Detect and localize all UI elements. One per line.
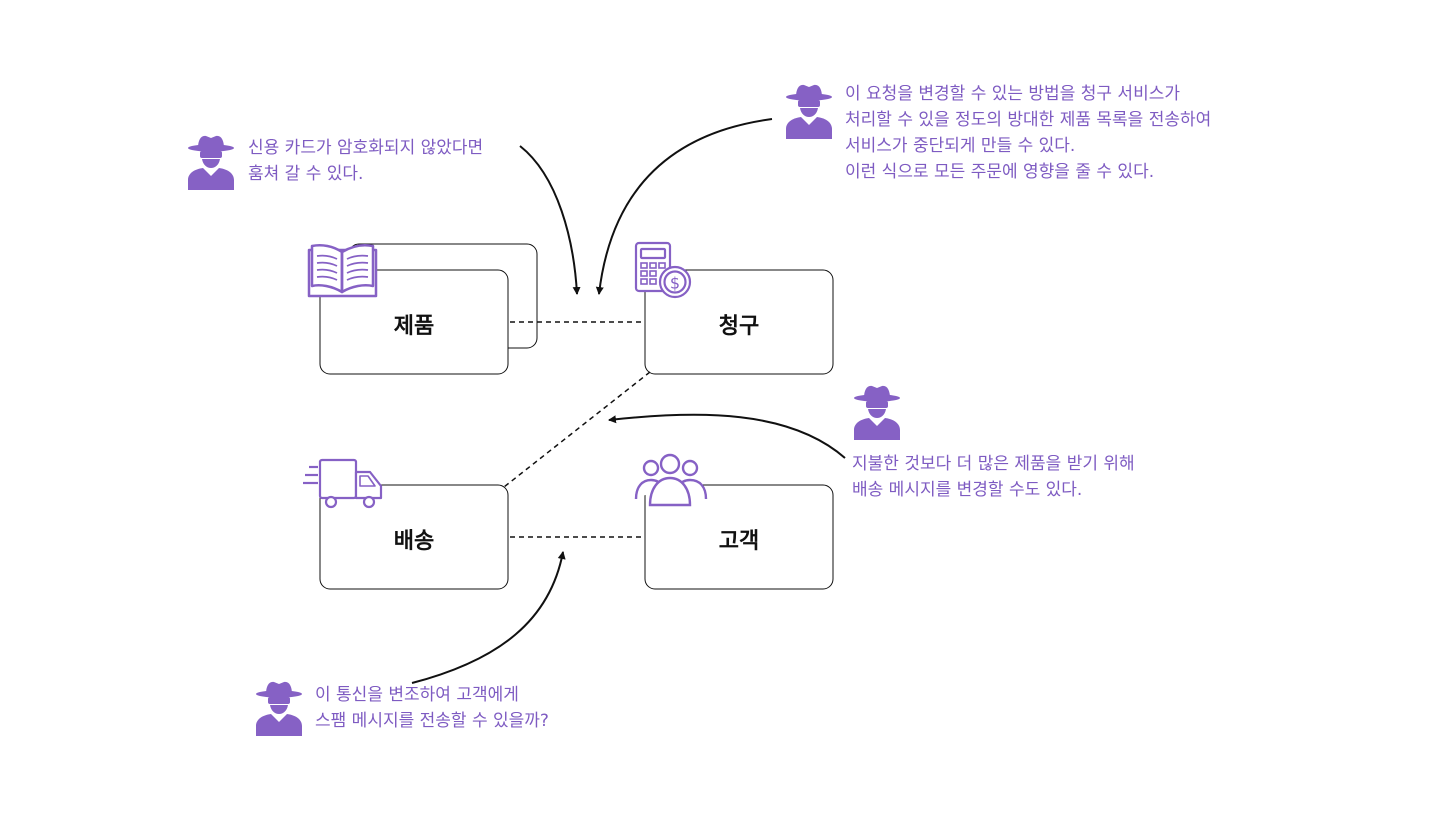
threat-note-line: 훔쳐 갈 수 있다. <box>248 164 364 184</box>
product-label: 제품 <box>393 314 435 339</box>
shipping-box <box>319 484 509 590</box>
spy-icon <box>854 385 900 440</box>
threat-note-line: 이런 식으로 모든 주문에 영향을 줄 수 있다. <box>845 162 1155 182</box>
arrow-billing-flood <box>595 118 773 295</box>
arrow-credit-card <box>519 145 581 295</box>
arrow-shipping-tamper <box>608 413 846 459</box>
threat-note-shipping-tamper: 지불한 것보다 더 많은 제품을 받기 위해 배송 메시지를 변경할 수도 있다… <box>852 451 1135 503</box>
billing-label: 청구 <box>718 314 760 339</box>
customer-label: 고객 <box>718 529 760 554</box>
arrow-spam <box>411 551 566 684</box>
customer-box <box>644 484 834 590</box>
calculator-dollar-icon: $ <box>634 241 692 299</box>
billing-box <box>644 269 834 375</box>
connector-billing-shipping <box>503 371 651 488</box>
threat-note-line: 이 통신을 변조하여 고객에게 <box>315 685 519 705</box>
delivery-truck-icon <box>303 458 383 509</box>
threat-note-line: 처리할 수 있을 정도의 방대한 제품 목록을 전송하여 <box>845 110 1212 130</box>
threat-note-line: 신용 카드가 암호화되지 않았다면 <box>248 138 484 158</box>
spy-icon <box>188 135 234 190</box>
threat-note-credit-card: 신용 카드가 암호화되지 않았다면 훔쳐 갈 수 있다. <box>248 135 483 187</box>
threat-note-billing-flood: 이 요청을 변경할 수 있는 방법을 청구 서비스가 처리할 수 있을 정도의 … <box>845 81 1211 185</box>
threat-note-line: 스팸 메시지를 전송할 수 있을까? <box>315 711 549 731</box>
threat-note-line: 이 요청을 변경할 수 있는 방법을 청구 서비스가 <box>845 84 1180 104</box>
people-group-icon <box>634 453 708 507</box>
spy-icon <box>786 84 832 139</box>
threat-note-line: 지불한 것보다 더 많은 제품을 받기 위해 <box>852 454 1135 474</box>
shipping-label: 배송 <box>393 529 435 554</box>
threat-note-spam: 이 통신을 변조하여 고객에게 스팸 메시지를 전송할 수 있을까? <box>315 682 549 734</box>
spy-icon <box>256 681 302 736</box>
book-icon <box>307 244 378 298</box>
svg-text:$: $ <box>670 274 680 293</box>
threat-note-line: 배송 메시지를 변경할 수도 있다. <box>852 480 1083 500</box>
threat-note-line: 서비스가 중단되게 만들 수 있다. <box>845 136 1076 156</box>
